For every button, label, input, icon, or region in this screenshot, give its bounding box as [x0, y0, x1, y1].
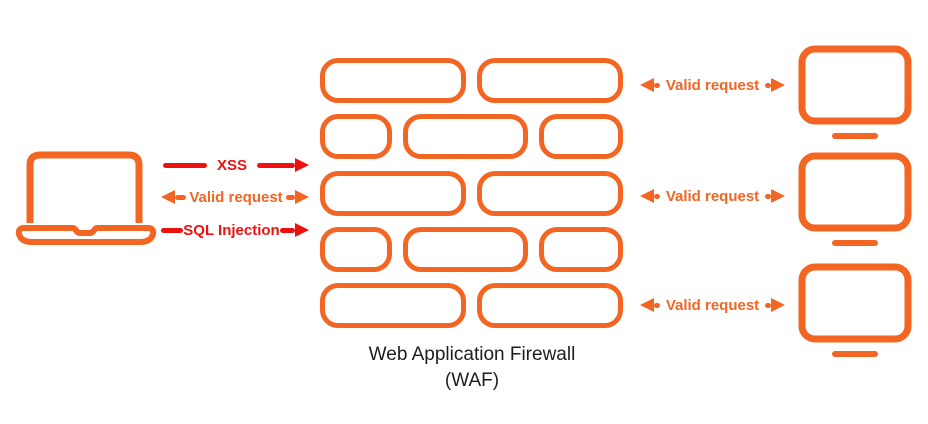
wall-row [320, 170, 623, 216]
waf-title-line1: Web Application Firewall [368, 344, 576, 365]
arrow-right-icon [765, 78, 785, 92]
arrow-tail [163, 162, 207, 168]
flow-label-sql-injection: SQL Injection [183, 221, 280, 239]
arrow-tail [161, 227, 183, 233]
flow-label-valid-request: Valid request [665, 296, 760, 314]
flow-label-valid-request: Valid request [665, 187, 760, 205]
arrow-right-icon [256, 158, 309, 172]
arrow-left-icon [640, 189, 660, 203]
arrow-right-icon [765, 298, 785, 312]
monitor-icon [798, 45, 912, 145]
arrow-left-icon [640, 78, 660, 92]
wall-brick [477, 170, 623, 216]
arrow-left-icon [640, 298, 660, 312]
monitor-icon [798, 263, 912, 363]
wall-brick [402, 226, 528, 272]
flow-valid-request-left: Valid request [161, 189, 309, 205]
flow-label-valid-request: Valid request [189, 188, 283, 206]
monitor-icon [798, 152, 912, 252]
waf-title-line2: (WAF) [444, 370, 500, 391]
arrow-right-icon [280, 223, 309, 237]
flow-valid-request-right-1: Valid request [640, 77, 785, 93]
wall-brick [477, 58, 623, 103]
laptop-icon [14, 150, 158, 246]
wall-brick [538, 114, 623, 160]
arrow-right-icon [286, 190, 309, 204]
wall-brick [477, 283, 623, 328]
wall-brick [320, 114, 392, 160]
wall-row [320, 58, 623, 103]
wall-row [320, 283, 623, 328]
wall-brick [320, 283, 466, 328]
wall-brick [320, 226, 392, 272]
flow-label-valid-request: Valid request [665, 76, 760, 94]
flow-valid-request-right-2: Valid request [640, 188, 785, 204]
flow-label-xss: XSS [216, 156, 247, 174]
arrow-left-icon [161, 190, 186, 204]
arrow-right-icon [765, 189, 785, 203]
wall-row [320, 226, 623, 272]
wall-brick [320, 58, 466, 103]
wall-brick [402, 114, 528, 160]
wall-brick [538, 226, 623, 272]
flow-sql-injection: SQL Injection [161, 222, 309, 238]
waf-title: Web Application Firewall (WAF) [296, 342, 648, 394]
flow-valid-request-right-3: Valid request [640, 297, 785, 313]
firewall-wall [320, 58, 623, 328]
wall-brick [320, 170, 466, 216]
flow-xss: XSS [163, 157, 309, 173]
wall-row [320, 114, 623, 160]
